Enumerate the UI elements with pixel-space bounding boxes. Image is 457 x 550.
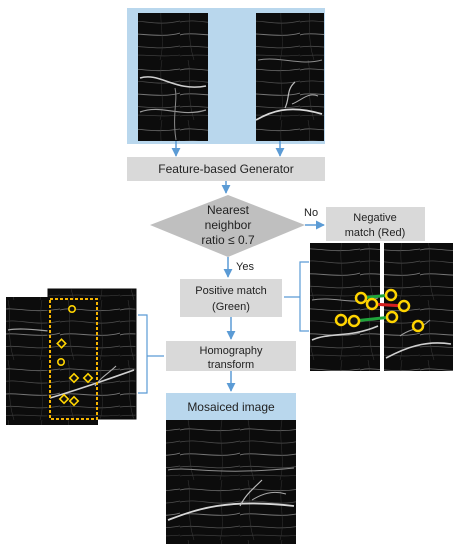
negative-label-line2: match (Red): [345, 227, 406, 239]
feature-marker: [354, 291, 368, 305]
feature-marker: [68, 372, 80, 384]
homography-box: [166, 341, 296, 371]
feature-marker: [347, 314, 361, 328]
input-image-right: [255, 13, 324, 141]
feature-marker: [397, 299, 411, 313]
feature-marker: [56, 357, 65, 366]
feature-marker: [56, 338, 67, 349]
decision-diamond: [150, 195, 305, 257]
yes-label: Yes: [236, 261, 254, 273]
mosaic-title: Mosaiced image: [187, 400, 275, 414]
feature-marker: [365, 297, 379, 311]
feature-marker: [68, 304, 77, 313]
negative-match-box: [326, 207, 425, 241]
generator-box: [127, 157, 325, 181]
generator-label: Feature-based Generator: [158, 162, 293, 176]
feature-marker: [58, 393, 70, 405]
decision-label-line1: Nearest: [207, 203, 250, 217]
homography-label-line2: transform: [208, 359, 254, 371]
match-line-green-bottom: [353, 315, 393, 323]
decision-label-line2: neighbor: [205, 218, 252, 232]
feature-marker: [385, 310, 399, 324]
match-image-right: [384, 243, 453, 371]
no-label: No: [304, 207, 318, 219]
input-image-left: [138, 13, 208, 141]
feature-marker: [82, 372, 94, 384]
negative-label-line1: Negative: [353, 212, 396, 224]
mosaic-image: [166, 420, 296, 544]
overlap-region-bbox: [49, 298, 98, 420]
feature-marker: [384, 288, 398, 302]
positive-label-line1: Positive match: [195, 285, 267, 297]
match-bracket: [284, 261, 309, 332]
positive-match-box: [180, 279, 282, 317]
positive-label-line2: (Green): [212, 301, 250, 313]
overlap-bracket: [138, 314, 164, 394]
mosaic-header: [166, 393, 296, 420]
feature-marker: [334, 313, 348, 327]
decision-label-line3: ratio ≤ 0.7: [201, 233, 255, 247]
feature-marker: [411, 319, 425, 333]
homography-label-line1: Homography: [200, 345, 263, 357]
feature-marker: [68, 395, 80, 407]
